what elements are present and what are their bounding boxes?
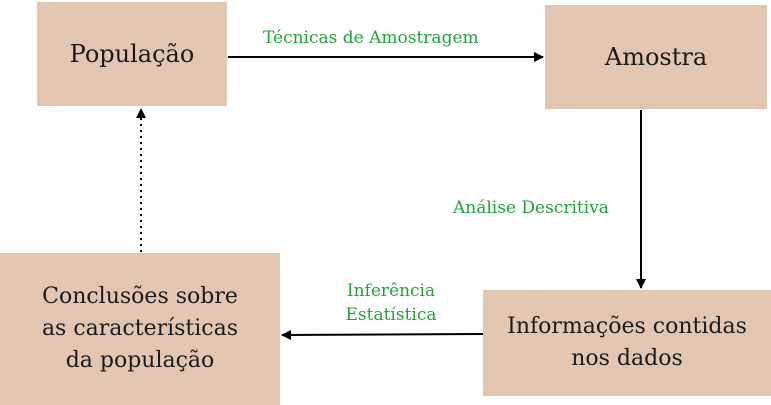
label-analise-descritiva: Análise Descritiva	[453, 198, 609, 218]
box-informacoes: Informações contidas nos dados	[483, 290, 771, 396]
box-conclusoes-line-3: da população	[65, 348, 215, 373]
box-informacoes-line-2: nos dados	[571, 346, 683, 371]
arrow-informacoes-to-conclusoes	[281, 329, 484, 340]
box-amostra-text: Amostra	[604, 43, 708, 71]
box-conclusoes-line-1: Conclusões sobre	[42, 284, 238, 309]
label-tecnicas-de-amostragem: Técnicas de Amostragem	[263, 28, 479, 48]
label-inferencia-estatistica: Inferência Estatística	[336, 279, 446, 327]
label-inferencia-line-1: Inferência	[346, 281, 436, 301]
box-informacoes-line-1: Informações contidas	[507, 314, 747, 339]
label-inferencia-line-2: Estatística	[345, 305, 437, 325]
box-conclusoes: Conclusões sobre as características da p…	[0, 253, 280, 405]
box-conclusoes-line-2: as características	[41, 316, 239, 341]
box-amostra: Amostra	[545, 5, 767, 109]
box-populacao: População	[37, 2, 227, 106]
box-populacao-text: População	[69, 40, 195, 68]
